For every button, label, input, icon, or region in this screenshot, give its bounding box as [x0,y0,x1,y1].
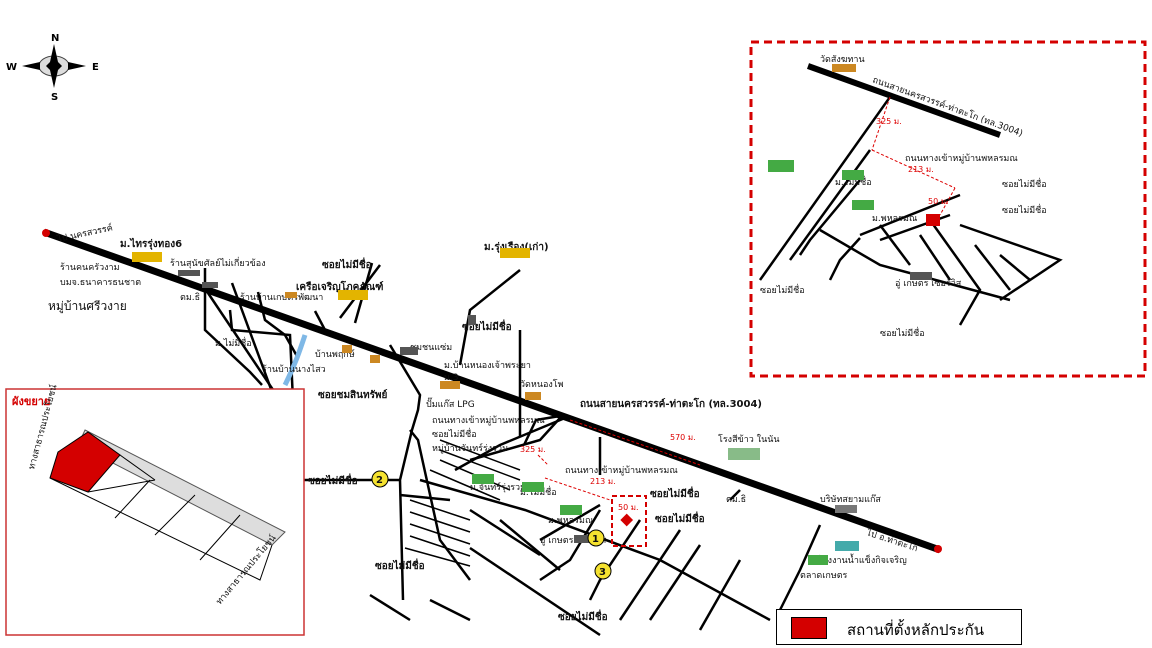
label-village-entrance-1: ถนนทางเข้าหมู่บ้านพหลรมณ [432,415,545,426]
label-ban-nong-chao-phraya-sub: ม.3 [444,373,459,383]
label-soi-unnamed-5: ซอยไม่มีชื่อ [650,486,700,500]
inset-label-main-highway: ถนนสายนครสวรรค์-ท่าตะโก (ทล.3004) [871,74,1025,140]
label-soi-chom-sin: ซอยชมสินทรัพย์ [318,389,388,401]
label-police: ตม.ธิ [180,292,200,303]
label-sun-phao-mai: ร้านสุนัขศัลย์ไม่เกี่ยวข้อง [170,256,266,269]
compass-south: S [51,92,58,103]
label-village-si-wai: หมู่บ้านศรีวงาย [48,299,127,314]
label-bank: บมจ.ธนาคารธนชาต [60,278,141,288]
marker-3: 3 [599,567,606,578]
inset-label-soi-4: ซอยไม่มีชื่อ [880,326,925,339]
highway-end-west [42,229,50,237]
label-to-nakhon-sawan: ไป นครสวรรค์ [55,221,114,245]
label-wat-nong-pho: วัดหนองโพ [520,379,564,390]
inset-collateral-icon [926,214,940,226]
numbered-markers: 1 2 3 [371,470,612,580]
label-ban-khrua-ngam: ร้านคนครัวงาม [60,262,120,273]
detail-title: ผังขยาย [12,395,50,408]
label-rice-mill: โรงสีข้าว ในนัน [718,434,780,445]
compass-east: E [92,62,99,73]
inset-label-soi-1: ซอยไม่มีชื่อ [1002,177,1047,190]
distance-213-main: 213 ม. [590,477,616,486]
detail-plan: ผังขยาย ทางสาธารณประโยชน์ ทางสาธารณประโย… [5,383,305,636]
label-sun-sam: ชุมชนแซ่ม [410,343,452,353]
inset-label-soi-2: ซอยไม่มีชื่อ [1002,203,1047,216]
collateral-location-icon [620,513,634,527]
compass-west: W [6,62,17,73]
distance-50-main: 50 ม. [618,503,639,512]
inset-label-pahol-rommani: ม.พหลรมณ [872,214,917,224]
target-area-frame [611,495,647,547]
label-ice-factory: โรงงานน้ำแข็งกิจเจริญ [818,553,907,566]
marker-1: 1 [592,534,599,545]
label-company: บริษัทสยามแก๊ส [820,494,881,505]
inset-distance-325: 325 ม. [876,117,902,126]
distance-570: 570 ม. [670,433,696,442]
label-pahol-rommani: ม.พหลรมณ [548,516,593,526]
label-soi-unnamed-4: ซอยไม่มีชื่อ [308,473,358,487]
label-market: ตลาดเกษตร [800,571,848,581]
compass-rose-icon: N S E W [6,33,99,103]
village-blocks [404,439,521,567]
inset-frame [749,40,1147,378]
label-village-entrance-2: ถนนทางเข้าหมู่บ้านพหลรมณ [565,465,678,476]
inset-distance-50: 50 ม. [928,197,949,206]
label-ban-nong-chao-phraya: ม.บ้านหนองเจ้าพระยา [444,360,531,371]
legend-red-swatch-icon [791,617,827,639]
legend-label: สถานที่ตั้งหลักประกัน [847,621,984,639]
label-sairung-6: ม.ไทรรุ่งทอง6 [120,237,182,250]
label-ban-nang-sai: ร้านบ้านนางไสว [262,364,326,375]
label-police-2: ตม.ธิ [726,494,746,505]
distance-lines [537,419,701,501]
distance-325-main: 325 ม. [520,445,546,454]
label-soi-unnamed-8: ซอยไม่มีชื่อ [558,609,608,623]
marker-2: 2 [376,475,383,486]
main-highway [42,228,942,554]
detail-frame [5,388,305,636]
highway-end-east [934,545,942,553]
inset-label-village-entrance: ถนนทางเข้าหมู่บ้านพหลรมณ [905,153,1018,164]
label-ban-kaset: ร้านบ้านเกษตรพัฒนา [240,292,323,303]
label-soi-unnamed-6: ซอยไม่มีชื่อ [655,511,705,525]
label-main-highway: ถนนสายนครสวรรค์-ท่าตะโก (ทล.3004) [580,397,762,410]
label-soi-unnamed-3: ซอยไม่มีชื่อ [432,427,477,440]
label-soi-unnamed-1: ซอยไม่มีชื่อ [322,257,372,271]
compass-north: N [51,33,59,44]
label-charoen-pokphand: เครือเจริญโภคภัณฑ์ [296,280,383,293]
label-village-chan-rung-ruam: หมู่บ้านจันทร์รุ่งรวม [432,442,508,454]
label-soi-unnamed-7: ซอยไม่มีชื่อ [375,558,425,572]
stream [282,334,308,387]
label-no-name-m: ม.ไม่มีชื่อ [215,336,252,349]
inset-map: วัดสังฆทาน ถนนสายนครสวรรค์-ท่าตะโก (ทล.3… [749,40,1147,378]
map-legend: สถานที่ตั้งหลักประกัน [776,609,1022,645]
building-icons [132,248,859,565]
label-lpg: ปั๊มแก๊ส LPG [426,397,475,410]
inset-label-soi-3: ซอยไม่มีชื่อ [760,283,805,296]
inset-label-wat: วัดสังฆทาน [820,55,865,65]
inset-distance-213: 213 ม. [908,165,934,174]
